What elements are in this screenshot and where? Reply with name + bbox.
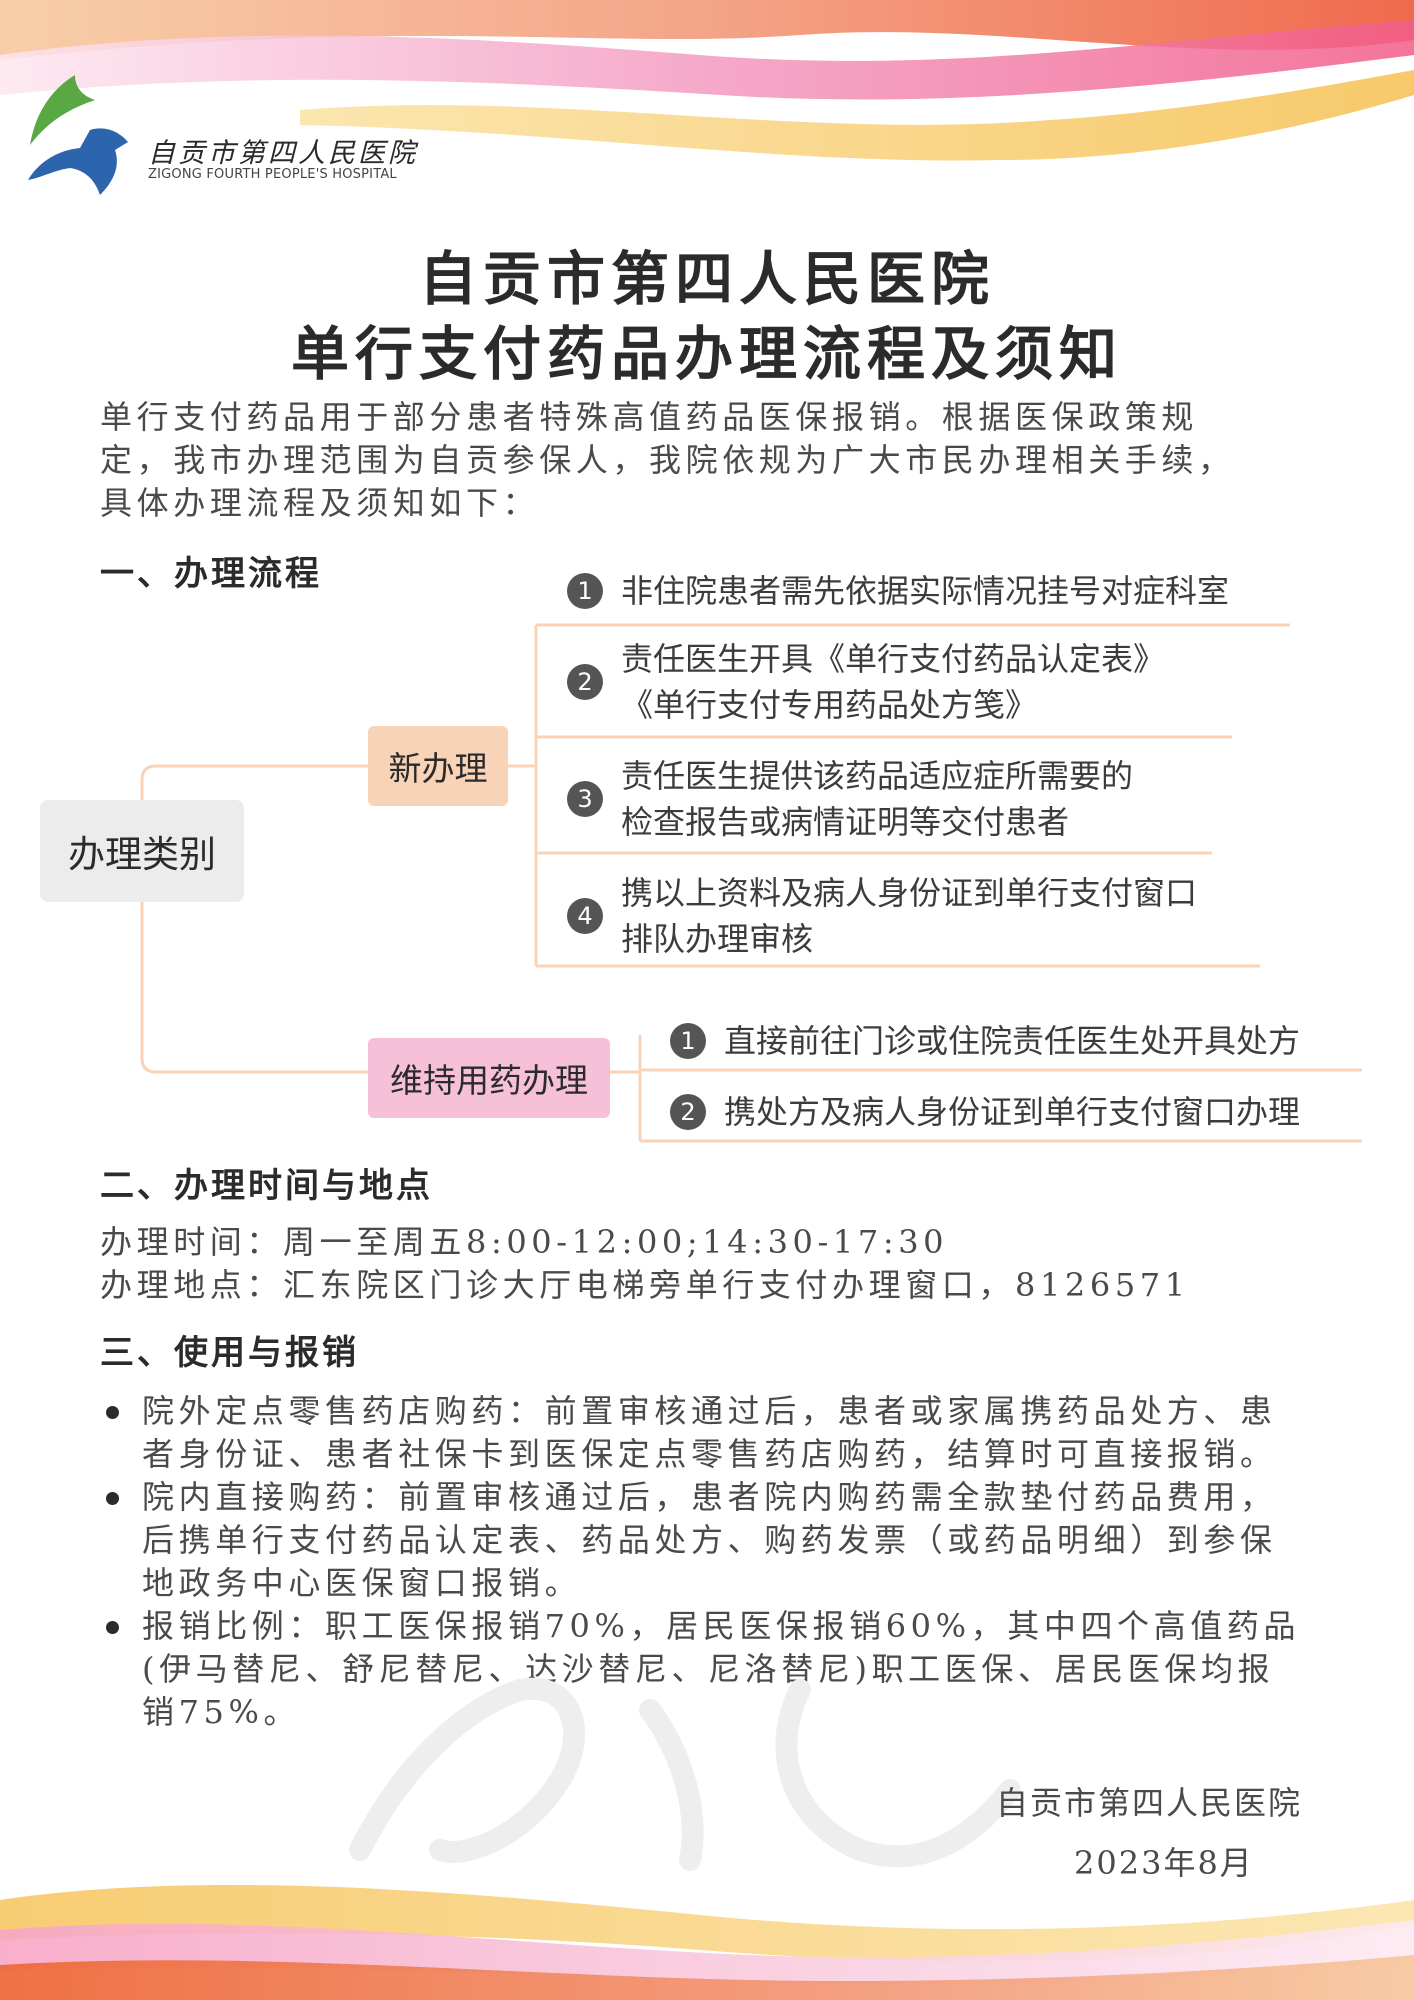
signature-org: 自贡市第四人民医院: [996, 1784, 1303, 1822]
hospital-name-en: ZIGONG FOURTH PEOPLE'S HOSPITAL: [148, 167, 397, 182]
list-item: 院内直接购药：前置审核通过后，患者院内购药需全款垫付药品费用， 后携单行支付药品…: [100, 1476, 1390, 1605]
hospital-logo: [28, 75, 128, 195]
step-number-badge: 1: [567, 573, 603, 609]
step-number-badge: 2: [670, 1094, 706, 1130]
list-item-line: 后携单行支付药品认定表、药品处方、购药发票（或药品明细）到参保: [142, 1521, 1277, 1559]
step-number-badge: 3: [567, 781, 603, 817]
bottom-wave-decoration: [0, 1884, 1414, 2000]
usage-list: 院外定点零售药店购药：前置审核通过后，患者或家属携药品处方、患 者身份证、患者社…: [100, 1390, 1390, 1734]
flow-connectors: [140, 623, 1362, 1143]
office-location: 办理地点：汇东院区门诊大厅电梯旁单行支付办理窗口，8126571: [100, 1266, 1190, 1304]
step-number-badge: 4: [567, 898, 603, 934]
page-title-line1: 自贡市第四人民医院: [418, 245, 995, 313]
list-item: 报销比例：职工医保报销70%，居民医保报销60%，其中四个高值药品 (伊马替尼、…: [100, 1605, 1390, 1734]
list-item-line: 报销比例：职工医保报销70%，居民医保报销60%，其中四个高值药品: [142, 1607, 1301, 1645]
list-item-line: 销75%。: [142, 1693, 301, 1731]
new-step-3: 3 责任医生提供该药品适应症所需要的 检查报告或病情证明等交付患者: [567, 753, 1133, 845]
page-title-line2: 单行支付药品办理流程及须知: [290, 320, 1123, 388]
step-text: 携以上资料及病人身份证到单行支付窗口: [621, 874, 1198, 912]
new-step-4: 4 携以上资料及病人身份证到单行支付窗口 排队办理审核: [567, 870, 1197, 962]
maintain-medication-node: 维持用药办理: [368, 1038, 610, 1118]
intro-line: 具体办理流程及须知如下：: [100, 484, 540, 522]
new-step-1: 1 非住院患者需先依据实际情况挂号对症科室: [567, 568, 1229, 614]
intro-line: 定，我市办理范围为自贡参保人，我院依规为广大市民办理相关手续，: [100, 441, 1235, 479]
step-text: 排队办理审核: [621, 920, 814, 958]
hospital-name-cn: 自贡市第四人民医院: [148, 138, 418, 169]
list-item-line: 地政务中心医保窗口报销。: [142, 1564, 582, 1602]
office-hours: 办理时间：周一至周五8:00-12:00;14:30-17:30: [100, 1223, 949, 1261]
signature-date: 2023年8月: [1074, 1844, 1254, 1882]
watermark-decoration: [349, 1677, 1021, 1871]
step-text: 责任医生提供该药品适应症所需要的: [621, 757, 1134, 795]
bullet-dot: [106, 1621, 119, 1634]
top-wave-decoration: [0, 0, 1414, 161]
step-text: 直接前往门诊或住院责任医生处开具处方: [724, 1022, 1301, 1060]
intro-paragraph: 单行支付药品用于部分患者特殊高值药品医保报销。根据医保政策规 定，我市办理范围为…: [100, 396, 1330, 525]
intro-line: 单行支付药品用于部分患者特殊高值药品医保报销。根据医保政策规: [100, 398, 1199, 436]
maintain-step-1: 1 直接前往门诊或住院责任医生处开具处方: [670, 1018, 1300, 1064]
new-step-2: 2 责任医生开具《单行支付药品认定表》 《单行支付专用药品处方笺》: [567, 636, 1165, 728]
step-text: 责任医生开具《单行支付药品认定表》: [621, 640, 1166, 678]
bullet-dot: [106, 1492, 119, 1505]
list-item-line: 院外定点零售药店购药：前置审核通过后，患者或家属携药品处方、患: [142, 1392, 1277, 1430]
list-item: 院外定点零售药店购药：前置审核通过后，患者或家属携药品处方、患 者身份证、患者社…: [100, 1390, 1390, 1476]
maintain-step-2: 2 携处方及病人身份证到单行支付窗口办理: [670, 1089, 1300, 1135]
new-application-node: 新办理: [368, 726, 508, 806]
section-heading-usage: 三、使用与报销: [100, 1333, 359, 1373]
step-number-badge: 1: [670, 1023, 706, 1059]
step-number-badge: 2: [567, 664, 603, 700]
bullet-dot: [106, 1406, 119, 1419]
section-heading-time-place: 二、办理时间与地点: [100, 1166, 433, 1206]
list-item-line: 者身份证、患者社保卡到医保定点零售药店购药，结算时可直接报销。: [142, 1435, 1277, 1473]
step-text: 携处方及病人身份证到单行支付窗口办理: [724, 1093, 1301, 1131]
step-text: 非住院患者需先依据实际情况挂号对症科室: [621, 572, 1230, 610]
step-text: 检查报告或病情证明等交付患者: [621, 803, 1070, 841]
step-text: 《单行支付专用药品处方笺》: [621, 686, 1038, 724]
category-root-node: 办理类别: [40, 800, 244, 902]
section-heading-process: 一、办理流程: [100, 554, 322, 594]
list-item-line: (伊马替尼、舒尼替尼、达沙替尼、尼洛替尼)职工医保、居民医保均报: [142, 1650, 1275, 1688]
list-item-line: 院内直接购药：前置审核通过后，患者院内购药需全款垫付药品费用，: [142, 1478, 1277, 1516]
